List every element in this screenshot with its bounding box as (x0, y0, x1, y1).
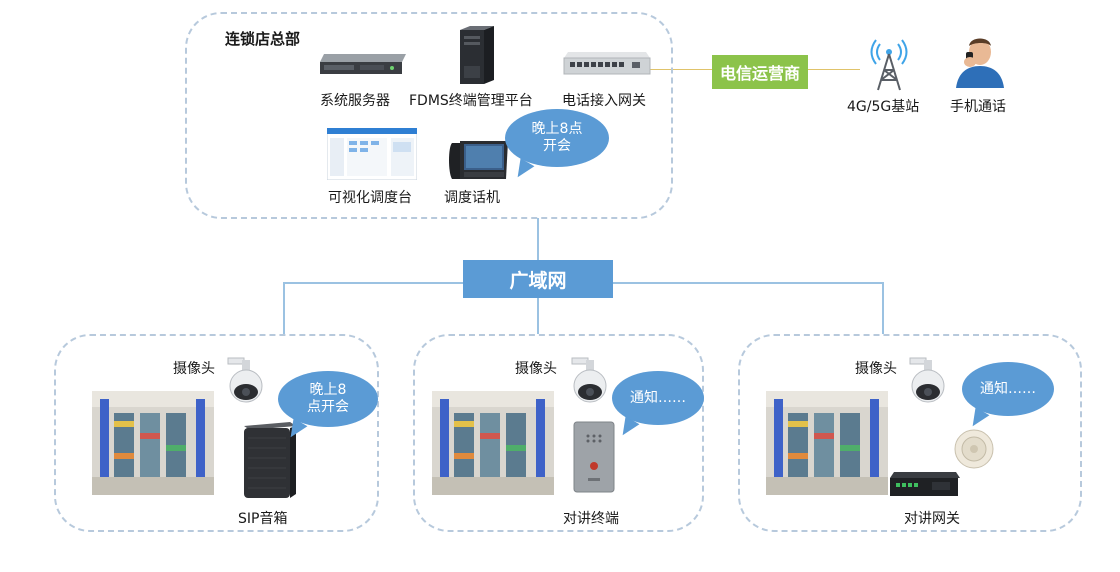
console-image (326, 127, 418, 181)
intercom-gateway-label: 对讲网关 (904, 511, 960, 527)
branch-1-bubble-line1: 晚上8 (309, 382, 347, 398)
wan-box: 广域网 (463, 260, 613, 298)
branch-2-speech-bubble: 通知…… (612, 371, 704, 440)
hq-bubble-line1: 晚上8点 (531, 121, 583, 137)
branch-1-speech-bubble: 晚上8 点开会 (278, 371, 378, 442)
branch-1-camera-label: 摄像头 (173, 361, 215, 377)
branch-3-store-photo (766, 391, 888, 495)
hq-speech-bubble: 晚上8点 开会 (505, 109, 609, 182)
hq-bubble-line2: 开会 (542, 138, 571, 154)
dispatch-phone-label: 调度话机 (444, 190, 500, 206)
platform-image (456, 26, 496, 86)
intercom-gateway-image (888, 468, 960, 500)
branch-3-group (738, 334, 1082, 532)
branch-3-camera-icon (904, 356, 948, 406)
branch-2-store-photo (432, 391, 554, 495)
server-label: 系统服务器 (320, 93, 390, 109)
branch-2-group (413, 334, 704, 532)
gateway-label: 电话接入网关 (562, 93, 646, 109)
carrier-to-base-line (808, 69, 860, 70)
intercom-terminal-label: 对讲终端 (563, 511, 619, 527)
wan-to-branch2-line (537, 298, 539, 334)
server-image (316, 52, 410, 78)
headquarters-title: 连锁店总部 (225, 30, 301, 48)
branch-3-camera-label: 摄像头 (855, 361, 897, 377)
carrier-box: 电信运营商 (712, 55, 808, 89)
wan-to-branch1-line (283, 282, 285, 334)
wan-to-branch3-line (882, 282, 884, 334)
branch-2-bubble-text: 通知…… (630, 389, 686, 406)
platform-label: FDMS终端管理平台 (409, 93, 533, 109)
branch-3-bubble-text: 通知…… (980, 380, 1036, 397)
branch-3-speech-bubble: 通知…… (962, 362, 1054, 431)
branch-2-camera-label: 摄像头 (515, 361, 557, 377)
mobile-caller-image (948, 32, 1012, 88)
sip-speaker-image (240, 420, 300, 500)
gateway-image (562, 48, 652, 78)
headquarters-group (185, 12, 673, 219)
sip-speaker-label: SIP音箱 (238, 511, 288, 527)
branch-1-bubble-line2: 点开会 (307, 399, 349, 415)
branch-1-camera-icon (222, 356, 266, 406)
dispatch-phone-image (446, 133, 510, 183)
intercom-terminal-image (572, 420, 616, 494)
gateway-to-carrier-line (650, 69, 712, 70)
base-station-icon (866, 36, 912, 92)
branch-1-store-photo (92, 391, 214, 495)
hq-to-wan-line (537, 218, 539, 260)
base-station-label: 4G/5G基站 (847, 99, 920, 115)
branch-1-group (54, 334, 379, 532)
mobile-call-label: 手机通话 (950, 99, 1006, 115)
ceiling-speaker-image (953, 428, 995, 470)
branch-2-camera-icon (566, 356, 610, 406)
console-label: 可视化调度台 (328, 190, 412, 206)
